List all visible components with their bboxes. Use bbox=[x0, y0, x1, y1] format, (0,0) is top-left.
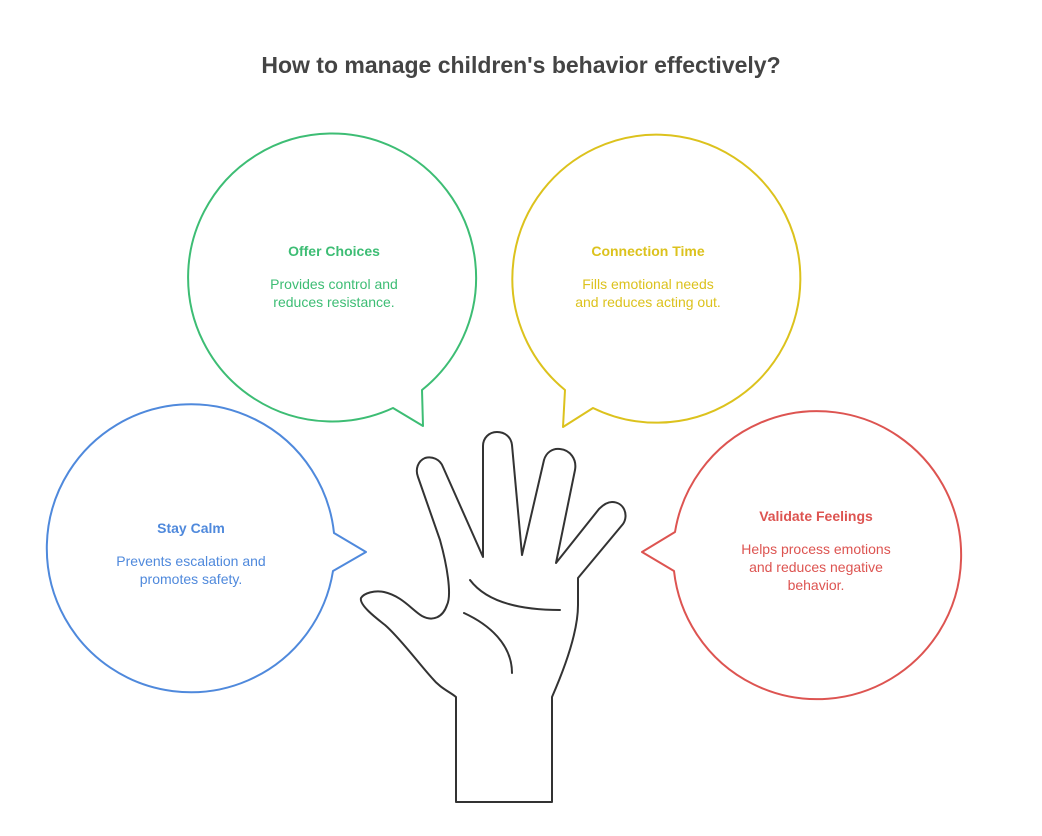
offer-choices-heading: Offer Choices bbox=[288, 243, 380, 259]
stay-calm-heading: Stay Calm bbox=[157, 520, 225, 536]
offer-choices-bubble bbox=[187, 132, 478, 427]
palm-crease-lower bbox=[463, 612, 513, 674]
offer-choices-description-line: reduces resistance. bbox=[273, 294, 395, 310]
validate-feelings-description-line: Helps process emotions bbox=[741, 541, 891, 557]
hand-outline bbox=[359, 431, 627, 803]
hand-icon bbox=[359, 431, 627, 803]
validate-feelings-description-line: and reduces negative bbox=[749, 559, 883, 575]
stay-calm-description-line: promotes safety. bbox=[139, 571, 243, 587]
stay-calm-description-line: Prevents escalation and bbox=[116, 553, 266, 569]
offer-choices-description: Provides control and reduces resistance. bbox=[229, 275, 439, 311]
validate-feelings-bubble bbox=[641, 410, 963, 701]
connection-time-bubble bbox=[511, 133, 802, 428]
connection-time-heading: Connection Time bbox=[591, 243, 705, 259]
validate-feelings-description: Helps process emotions and reduces negat… bbox=[711, 540, 921, 594]
offer-choices-text: Offer Choices Provides control and reduc… bbox=[229, 242, 439, 311]
validate-feelings-heading: Validate Feelings bbox=[759, 508, 873, 524]
diagram-title: How to manage children's behavior effect… bbox=[261, 52, 781, 78]
stay-calm-description: Prevents escalation and promotes safety. bbox=[86, 552, 296, 588]
connection-time-description-line: and reduces acting out. bbox=[575, 294, 721, 310]
validate-feelings-description-line: behavior. bbox=[787, 577, 845, 593]
stay-calm-bubble bbox=[45, 403, 367, 694]
palm-crease-upper bbox=[469, 579, 561, 611]
connection-time-description: Fills emotional needs and reduces acting… bbox=[543, 275, 753, 311]
stay-calm-text: Stay Calm Prevents escalation and promot… bbox=[86, 519, 296, 588]
offer-choices-description-line: Provides control and bbox=[270, 276, 398, 292]
validate-feelings-text: Validate Feelings Helps process emotions… bbox=[711, 507, 921, 594]
connection-time-text: Connection Time Fills emotional needs an… bbox=[543, 242, 753, 311]
connection-time-description-line: Fills emotional needs bbox=[582, 276, 714, 292]
